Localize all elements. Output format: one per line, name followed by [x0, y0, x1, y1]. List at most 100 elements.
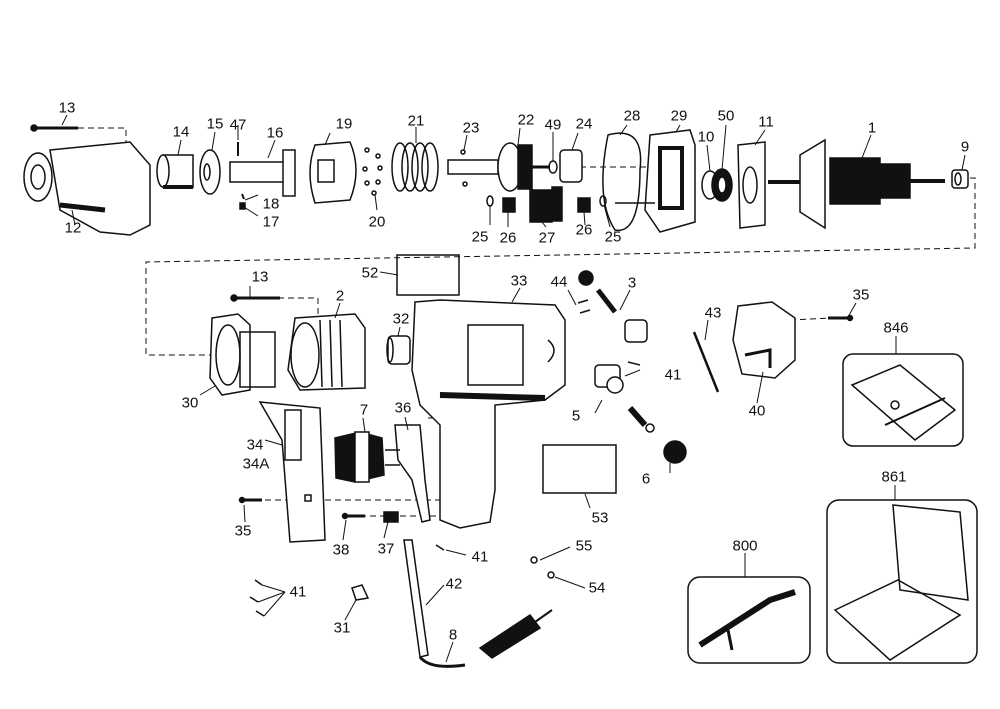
part-21-spring — [391, 142, 439, 192]
kit-846-box — [842, 353, 964, 447]
part-9-bearing — [951, 169, 969, 189]
part-5-brush-holder — [594, 364, 624, 394]
callout-55: 55 — [575, 537, 593, 555]
part-10-50-bearing — [701, 168, 733, 202]
callout-52: 52 — [361, 264, 379, 282]
callout-53: 53 — [591, 509, 609, 527]
part-35-screw-rear — [828, 314, 854, 322]
callout-33: 33 — [510, 272, 528, 290]
part-40-rear-housing — [732, 301, 796, 379]
part-32-bearing-cup — [386, 335, 411, 365]
part-41-terminals-cluster — [249, 579, 265, 617]
part-1-armature — [768, 138, 945, 230]
callout-26-left: 26 — [499, 229, 517, 247]
callout-15: 15 — [206, 115, 224, 133]
callout-14: 14 — [172, 123, 190, 141]
part-14-bushing — [156, 154, 194, 189]
callout-18: 18 — [262, 195, 280, 213]
callout-25-right: 25 — [604, 228, 622, 246]
part-55-screw — [530, 556, 538, 564]
callout-25-left: 25 — [471, 228, 489, 246]
callout-13-lower: 13 — [251, 268, 269, 286]
part-42-cord-protector — [403, 539, 429, 658]
part-52-label-plate — [396, 254, 460, 296]
callout-3: 3 — [627, 274, 637, 292]
callout-22: 22 — [517, 111, 535, 129]
part-17-18-small-parts — [239, 193, 246, 210]
kit-800-grease-gun-box — [687, 576, 811, 664]
part-41-terminal-upper — [627, 361, 641, 366]
callout-21: 21 — [407, 112, 425, 130]
callout-42: 42 — [445, 575, 463, 593]
leader-lines — [61, 114, 966, 663]
part-20-balls — [362, 147, 383, 196]
part-36-trigger-assembly — [385, 424, 431, 523]
part-7-switch — [334, 431, 385, 483]
part-12-gear-case — [23, 141, 151, 236]
part-15-washer — [199, 149, 221, 195]
part-53-label-plate — [542, 444, 617, 494]
callout-35-rear: 35 — [852, 286, 870, 304]
part-22-spindle-gear — [497, 142, 550, 192]
part-41-terminal-mid — [435, 544, 445, 551]
callout-11: 11 — [758, 113, 774, 131]
callout-50: 50 — [717, 107, 735, 125]
callout-23: 23 — [462, 119, 480, 137]
callout-49: 49 — [544, 116, 562, 134]
callout-16: 16 — [266, 124, 284, 142]
part-35-screw-handle — [238, 496, 262, 504]
callout-12: 12 — [64, 219, 82, 237]
callout-1: 1 — [867, 119, 877, 137]
part-3-brush — [596, 288, 648, 343]
callout-38: 38 — [332, 541, 350, 559]
callout-26-right: 26 — [575, 221, 593, 239]
callout-861: 861 — [881, 468, 907, 486]
part-6-brush-cap — [663, 440, 687, 464]
callout-846: 846 — [883, 319, 909, 337]
part-49-24-bearing — [548, 149, 583, 183]
callout-27: 27 — [538, 229, 556, 247]
callout-19: 19 — [335, 115, 353, 133]
callout-5: 5 — [571, 407, 581, 425]
part-31-wire-nut — [351, 584, 370, 601]
callout-36: 36 — [394, 399, 412, 417]
callout-37: 37 — [377, 540, 395, 558]
part-19-hammer — [309, 141, 357, 204]
part-43-lead — [692, 331, 720, 393]
callout-9: 9 — [960, 138, 970, 156]
callout-32: 32 — [392, 310, 410, 328]
part-brush-spring — [627, 406, 655, 433]
callout-8: 8 — [448, 626, 458, 644]
callout-43: 43 — [704, 304, 722, 322]
kit-861-case-box — [826, 499, 978, 664]
callout-17: 17 — [262, 213, 280, 231]
callout-13: 13 — [58, 99, 76, 117]
callout-10: 10 — [697, 128, 715, 146]
callout-34A: 34A — [242, 455, 270, 473]
callout-24: 24 — [575, 115, 593, 133]
part-33-motor-housing — [411, 299, 566, 529]
callout-41-upper: 41 — [664, 366, 682, 384]
callout-29: 29 — [670, 107, 688, 125]
callout-47: 47 — [229, 116, 247, 134]
callout-20: 20 — [368, 213, 386, 231]
part-44-terminals — [577, 270, 594, 314]
callout-2: 2 — [335, 287, 345, 305]
callout-54: 54 — [588, 579, 606, 597]
callout-44: 44 — [550, 273, 568, 291]
part-8-cord-plug — [418, 609, 553, 668]
part-34-handle-cover — [258, 401, 326, 543]
callout-7: 7 — [359, 401, 369, 419]
callout-41-mid: 41 — [471, 548, 489, 566]
part-13-screw — [30, 124, 78, 132]
callout-30: 30 — [181, 394, 199, 412]
part-38-screw — [341, 512, 365, 520]
callout-31: 31 — [333, 619, 351, 637]
callout-35-handle: 35 — [234, 522, 252, 540]
part-30-end-bell — [209, 313, 276, 396]
part-2-field — [287, 313, 366, 391]
part-23-cam-shaft — [447, 149, 499, 187]
callout-28: 28 — [623, 107, 641, 125]
